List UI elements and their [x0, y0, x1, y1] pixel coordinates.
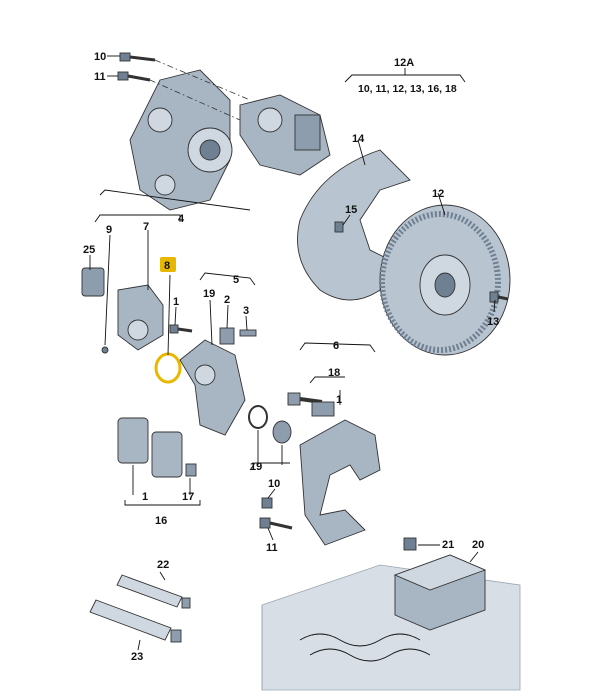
guide-pin-1 [287, 392, 323, 406]
label-7: 7 [143, 221, 149, 233]
label-22: 22 [157, 559, 169, 571]
label-19-top: 19 [203, 288, 215, 300]
label-11-bot: 11 [266, 542, 278, 554]
label-1-guide: 1 [336, 394, 342, 406]
brake-disc [379, 204, 511, 356]
nut-21 [403, 537, 417, 551]
label-13: 13 [487, 316, 499, 328]
bolt-9 [101, 346, 109, 354]
label-18: 18 [328, 367, 340, 379]
brake-pad-inner [117, 417, 149, 464]
label-10-bot: 10 [268, 478, 280, 490]
label-23: 23 [131, 651, 143, 663]
guide-sleeve-18 [311, 401, 335, 417]
label-14: 14 [352, 133, 365, 145]
caliper-top [239, 94, 331, 176]
bolt-10-top [119, 52, 156, 62]
label-21: 21 [442, 539, 454, 551]
label-2: 2 [224, 294, 230, 306]
cap-25 [81, 267, 105, 297]
label-17: 17 [182, 491, 194, 503]
label-8: 8 [164, 260, 170, 272]
label-6: 6 [333, 340, 339, 352]
bolt-15 [334, 221, 344, 233]
label-12a-list: 10, 11, 12, 13, 16, 18 [358, 83, 457, 95]
bleeder-3 [239, 329, 257, 337]
clip-17 [185, 463, 197, 477]
label-1-pads: 1 [142, 491, 148, 503]
label-19-bot: 19 [250, 461, 262, 473]
label-8-highlight [160, 257, 176, 272]
label-3: 3 [243, 305, 249, 317]
label-15: 15 [345, 204, 357, 216]
label-10-top: 10 [94, 51, 106, 63]
bolt-13 [489, 291, 509, 303]
label-1-bolt: 1 [173, 296, 179, 308]
seal-19 [248, 405, 292, 444]
label-5: 5 [233, 274, 239, 286]
leader-lines [89, 55, 496, 651]
label-25: 25 [83, 244, 95, 256]
label-11-top: 11 [94, 71, 106, 83]
fitting-2 [219, 327, 235, 345]
wheel-bearing-housing [129, 69, 233, 211]
label-16: 16 [155, 515, 167, 527]
bolt-11-top [117, 71, 151, 82]
bolt-1 [169, 324, 193, 334]
caliper-housing [179, 339, 246, 436]
control-unit [393, 554, 487, 631]
grease-tube-23 [89, 599, 182, 643]
label-9: 9 [106, 224, 112, 236]
label-12: 12 [432, 188, 444, 200]
servo-motor [117, 284, 164, 351]
brake-pad-outer [151, 431, 183, 478]
bolt-10-bottom [261, 497, 273, 509]
bolt-11-bottom [259, 517, 293, 530]
grease-tube-22 [116, 574, 191, 609]
o-ring-8 [154, 352, 182, 384]
label-12a: 12A [394, 57, 414, 69]
brake-carrier [299, 419, 381, 546]
label-4: 4 [178, 213, 185, 225]
label-20: 20 [472, 539, 484, 551]
